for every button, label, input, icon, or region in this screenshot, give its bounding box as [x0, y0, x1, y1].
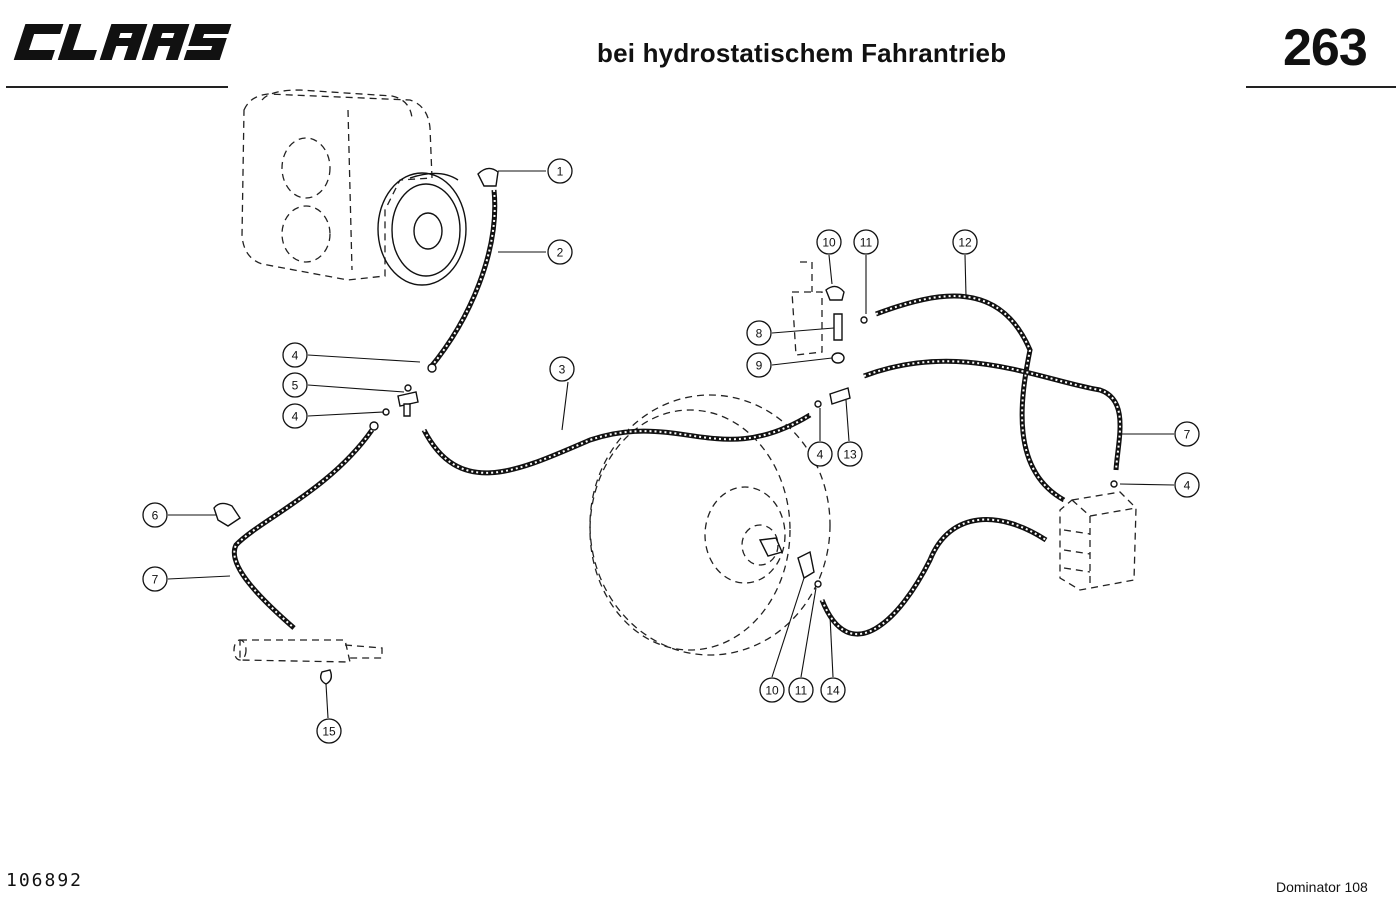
svg-text:1: 1 — [557, 165, 564, 179]
svg-text:2: 2 — [557, 246, 564, 260]
callout-3: 3 — [549, 356, 575, 382]
claas-logo — [13, 24, 232, 60]
page-number-rule — [1246, 86, 1396, 88]
callout-15: 15 — [316, 718, 342, 744]
wheel — [589, 394, 831, 656]
callout-4-left: 4 — [282, 403, 308, 429]
callout-10-upper: 10 — [816, 229, 842, 255]
svg-text:8: 8 — [756, 327, 763, 341]
svg-text:7: 7 — [1184, 428, 1191, 442]
svg-text:5: 5 — [292, 379, 299, 393]
callout-8: 8 — [746, 320, 772, 346]
callout-6: 6 — [142, 502, 168, 528]
svg-text:10: 10 — [822, 236, 836, 250]
callout-9: 9 — [746, 352, 772, 378]
callout-4-center: 4 — [807, 441, 833, 467]
svg-text:4: 4 — [1184, 479, 1191, 493]
callout-7-right: 7 — [1174, 421, 1200, 447]
leader-lines — [167, 170, 1175, 719]
svg-text:12: 12 — [958, 236, 972, 250]
svg-text:4: 4 — [292, 349, 299, 363]
lower-left-cylinder — [233, 639, 383, 685]
callout-7-left: 7 — [142, 566, 168, 592]
svg-text:13: 13 — [843, 448, 857, 462]
fittings — [213, 167, 1118, 588]
hoses — [231, 189, 1123, 637]
svg-text:9: 9 — [756, 359, 763, 373]
logo-rule — [6, 86, 228, 88]
callout-4-upper-left: 4 — [282, 342, 308, 368]
callout-5: 5 — [282, 372, 308, 398]
svg-text:4: 4 — [292, 410, 299, 424]
model-label: Dominator 108 — [1276, 879, 1368, 895]
drawing-number: 106892 — [6, 870, 84, 891]
callout-4-right: 4 — [1174, 472, 1200, 498]
svg-text:14: 14 — [826, 684, 840, 698]
pump-housing — [241, 89, 433, 281]
svg-text:4: 4 — [817, 448, 824, 462]
callout-14: 14 — [820, 677, 846, 703]
page-number: 263 — [1283, 19, 1368, 77]
upper-cylinder — [791, 261, 845, 364]
svg-text:7: 7 — [152, 573, 159, 587]
callout-10-lower: 10 — [759, 677, 785, 703]
pump-pulley — [377, 172, 467, 286]
page-title: bei hydrostatischem Fahrantrieb — [597, 38, 1007, 68]
callout-13: 13 — [837, 441, 863, 467]
control-valve-block — [1059, 491, 1137, 591]
svg-text:11: 11 — [860, 236, 873, 250]
svg-text:11: 11 — [795, 684, 808, 698]
callout-1: 1 — [547, 158, 573, 184]
svg-text:6: 6 — [152, 509, 159, 523]
callout-2: 2 — [547, 239, 573, 265]
callout-11-lower: 11 — [788, 677, 814, 703]
svg-text:10: 10 — [765, 684, 779, 698]
svg-text:15: 15 — [322, 725, 336, 739]
callout-11-upper: 11 — [853, 229, 879, 255]
callout-12: 12 — [952, 229, 978, 255]
svg-text:3: 3 — [559, 363, 566, 377]
